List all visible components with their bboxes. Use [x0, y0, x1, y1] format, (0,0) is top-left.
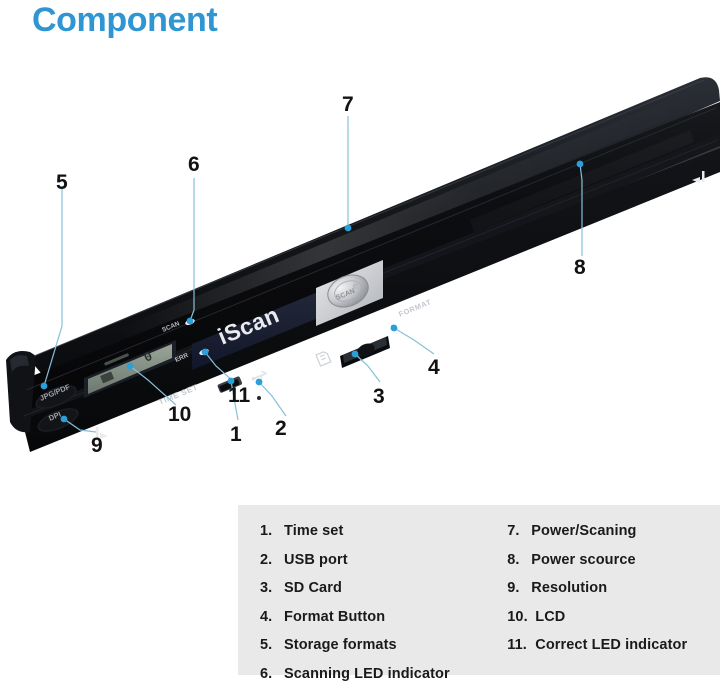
- legend-number: 7.: [507, 517, 531, 546]
- callout-number-1: 1: [230, 424, 242, 445]
- legend-item-8: 8. Power scource: [507, 546, 720, 575]
- callout-number-11: 11: [228, 385, 250, 406]
- legend-item-5: 5. Storage formats: [260, 631, 489, 660]
- legend-column-left: 1. Time set 2. USB port 3. SD Card 4. Fo…: [238, 517, 489, 675]
- legend-panel: 1. Time set 2. USB port 3. SD Card 4. Fo…: [238, 505, 720, 675]
- dot-3: [352, 351, 359, 358]
- legend-item-3: 3. SD Card: [260, 574, 489, 603]
- legend-item-10: 10. LCD: [507, 603, 720, 632]
- scanner-illustration: iScan SCAN 0 JPG/PDF DPI: [0, 60, 720, 460]
- callout-number-2: 2: [275, 418, 287, 439]
- dot-6: [187, 318, 194, 325]
- dot-10: [127, 363, 134, 370]
- legend-item-7: 7. Power/Scaning: [507, 517, 720, 546]
- leader-3: [355, 354, 380, 382]
- legend-number: 11.: [507, 631, 535, 660]
- legend-label: Resolution: [531, 574, 607, 603]
- page-title: Component: [32, 0, 217, 42]
- legend-label: Power/Scaning: [531, 517, 636, 546]
- legend-item-4: 4. Format Button: [260, 603, 489, 632]
- dot-2: [256, 379, 263, 386]
- leader-4: [394, 328, 434, 354]
- legend-item-6: 6. Scanning LED indicator: [260, 660, 489, 688]
- legend-label: Format Button: [284, 603, 385, 632]
- legend-column-right: 7. Power/Scaning 8. Power scource 9. Res…: [489, 517, 720, 675]
- dot-4: [391, 325, 398, 332]
- legend-label: Time set: [284, 517, 343, 546]
- legend-label: Power scource: [531, 546, 635, 575]
- sd-card-icon: [316, 351, 331, 366]
- legend-number: 10.: [507, 603, 535, 632]
- callout-number-10: 10: [168, 404, 191, 425]
- legend-label: Correct LED indicator: [535, 631, 687, 660]
- callout-number-8: 8: [574, 257, 586, 278]
- usb-pinhole: [257, 396, 261, 400]
- callout-number-9: 9: [91, 435, 103, 456]
- legend-item-11: 11. Correct LED indicator: [507, 631, 720, 660]
- scanner-device-graphic: iScan SCAN 0 JPG/PDF DPI: [0, 60, 720, 460]
- legend-number: 6.: [260, 660, 284, 688]
- legend-number: 4.: [260, 603, 284, 632]
- legend-label: Scanning LED indicator: [284, 660, 450, 688]
- callout-number-7: 7: [342, 94, 354, 115]
- dot-5: [41, 383, 48, 390]
- dot-7: [345, 225, 352, 232]
- legend-label: Storage formats: [284, 631, 397, 660]
- legend-number: 3.: [260, 574, 284, 603]
- legend-number: 8.: [507, 546, 531, 575]
- legend-label: SD Card: [284, 574, 342, 603]
- dot-11: [202, 349, 209, 356]
- legend-number: 1.: [260, 517, 284, 546]
- legend-item-9: 9. Resolution: [507, 574, 720, 603]
- callout-number-4: 4: [428, 357, 440, 378]
- legend-number: 9.: [507, 574, 531, 603]
- callout-number-5: 5: [56, 172, 68, 193]
- legend-item-1: 1. Time set: [260, 517, 489, 546]
- legend-item-2: 2. USB port: [260, 546, 489, 575]
- leader-2: [259, 382, 286, 416]
- legend-number: 5.: [260, 631, 284, 660]
- callout-number-3: 3: [373, 386, 385, 407]
- dot-8: [577, 161, 584, 168]
- legend-label: LCD: [535, 603, 565, 632]
- callout-number-6: 6: [188, 154, 200, 175]
- dot-9: [61, 416, 68, 423]
- legend-number: 2.: [260, 546, 284, 575]
- legend-label: USB port: [284, 546, 348, 575]
